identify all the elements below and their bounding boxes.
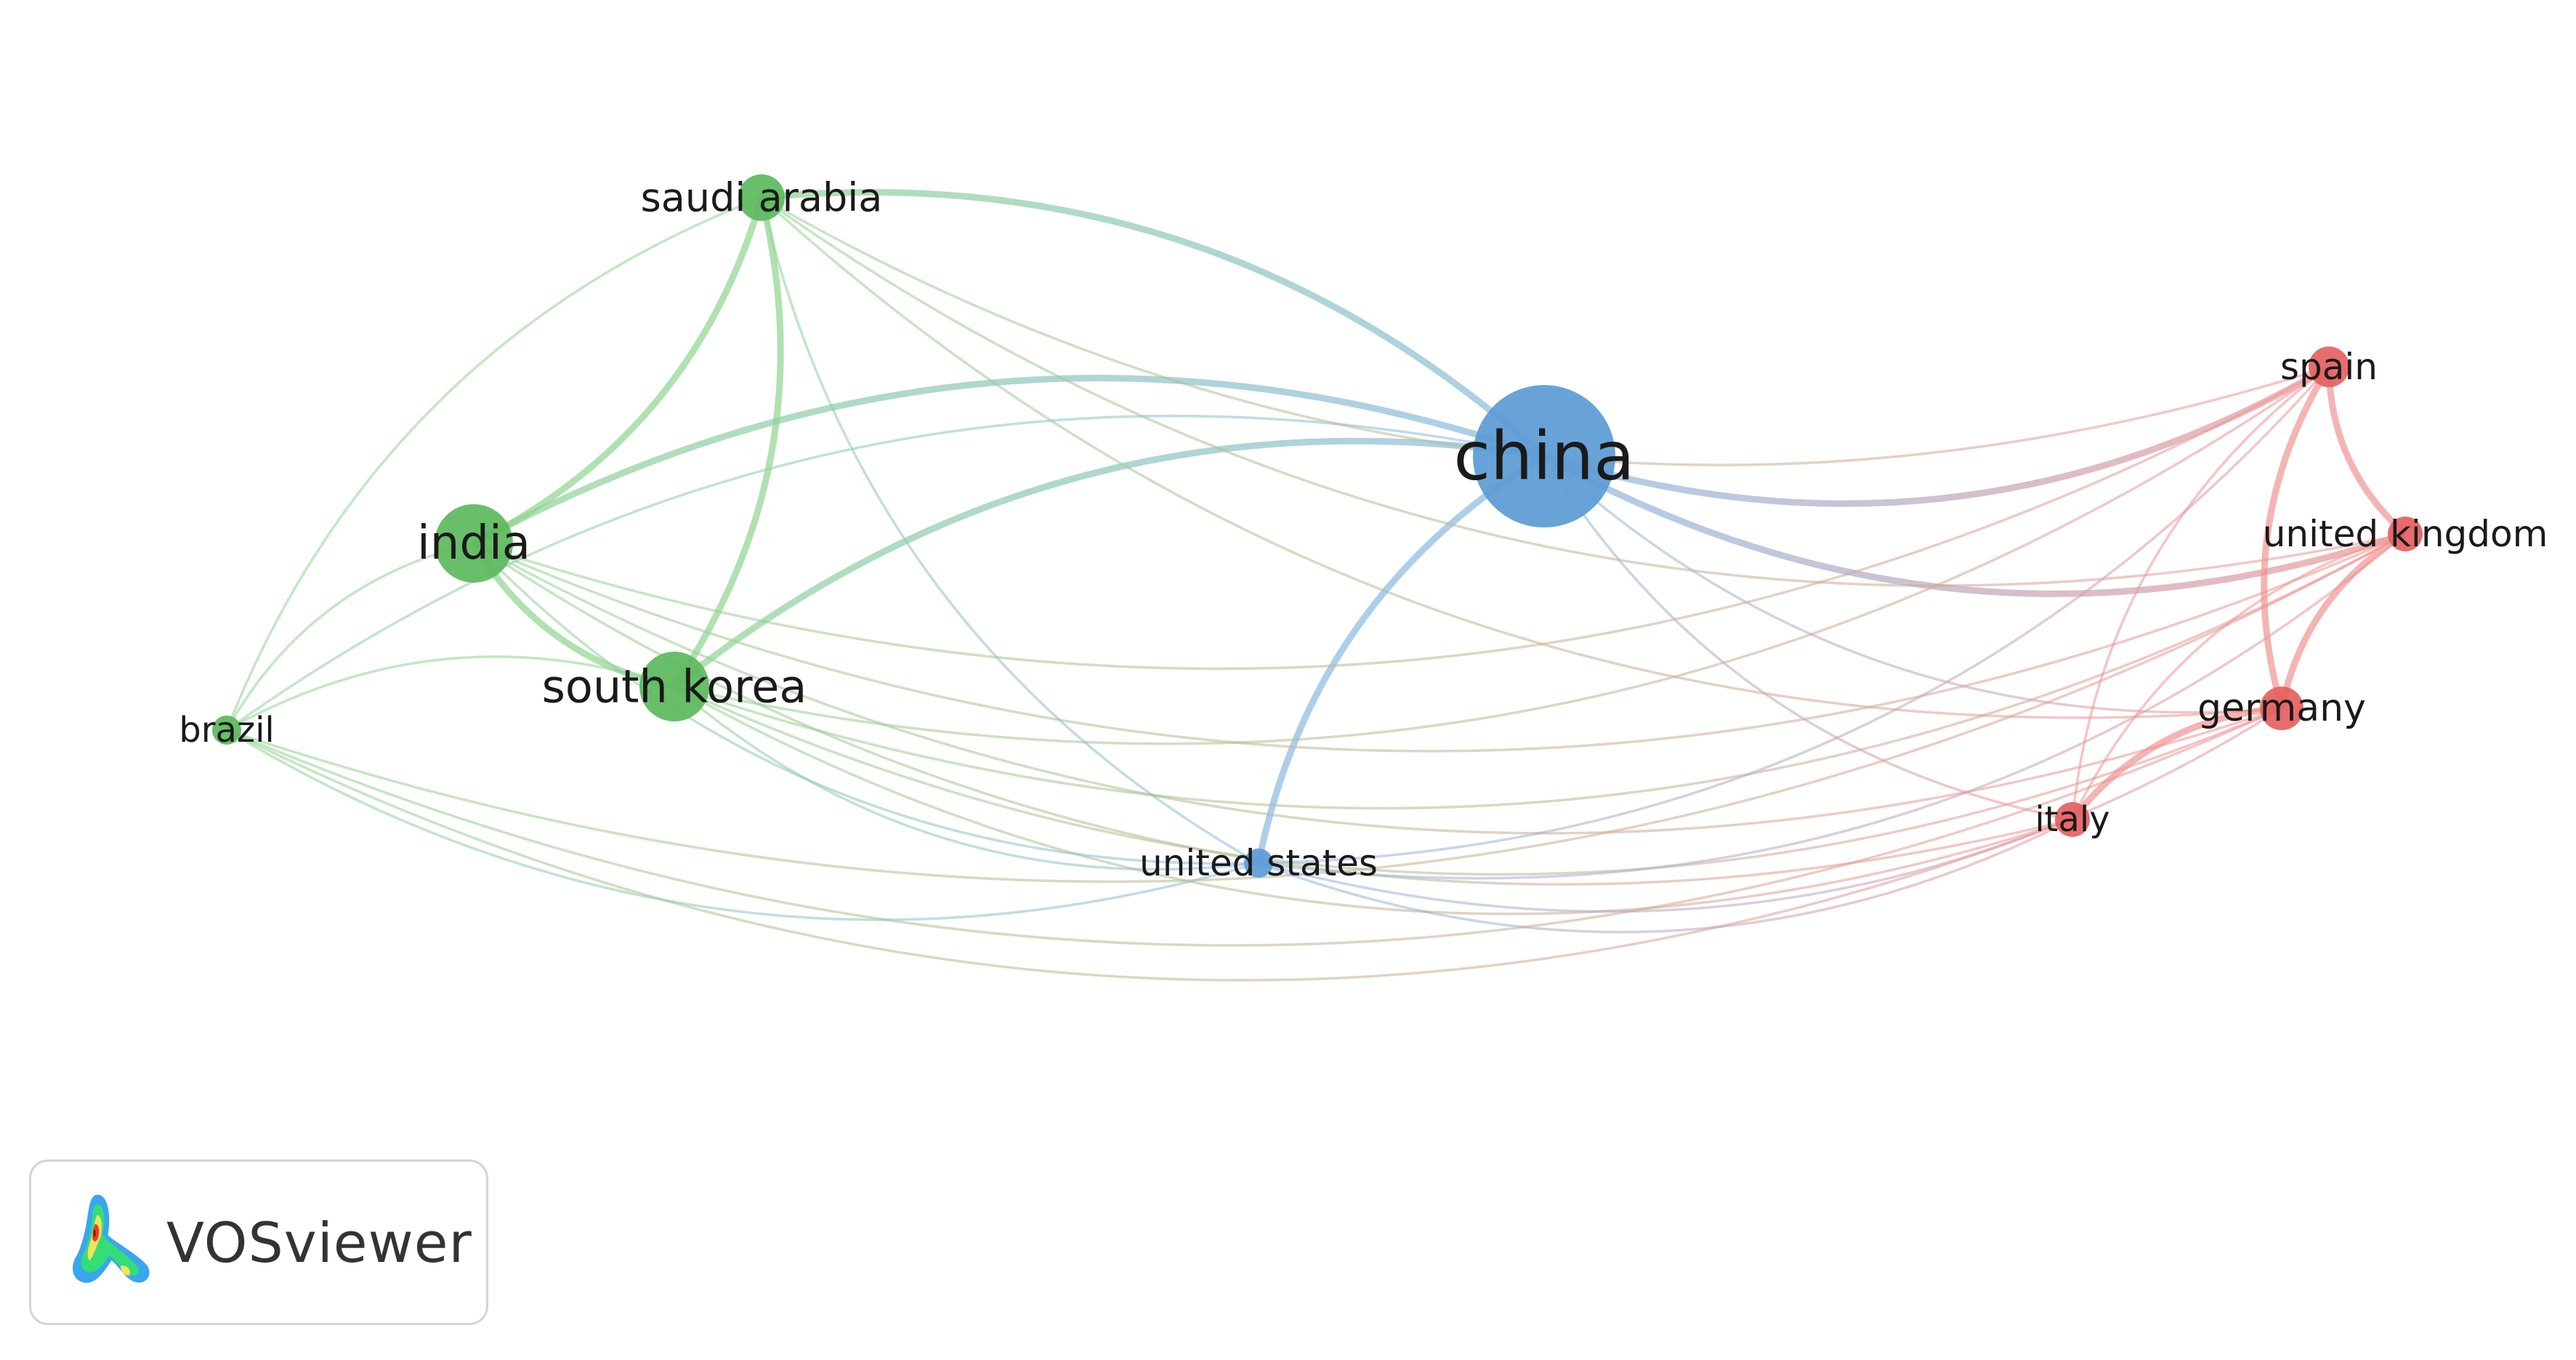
network-links: [225, 189, 2407, 982]
node-label-united-states: united states: [1139, 842, 1378, 884]
node-united-states[interactable]: [1244, 849, 1273, 878]
network-link-united-states-italy: [1258, 818, 2073, 934]
network-link-brazil-germany: [226, 707, 2282, 947]
network-link-south-korea-saudi-arabia: [671, 196, 784, 689]
network-link-saudi-arabia-united-kingdom: [760, 196, 2406, 587]
network-link-india-saudi-arabia: [472, 196, 765, 547]
node-italy[interactable]: [2055, 802, 2090, 837]
network-link-spain-united-kingdom: [2325, 366, 2407, 537]
node-label-germany: germany: [2197, 687, 2366, 730]
node-brazil[interactable]: [212, 716, 241, 745]
network-link-china-india: [472, 374, 1546, 546]
node-label-brazil: brazil: [179, 710, 274, 750]
network-link-india-united-states: [472, 542, 1259, 865]
network-labels: china india south korea saudi arabia brazil u…: [179, 175, 2548, 885]
network-link-united-states-spain: [1258, 365, 2330, 865]
network-link-india-spain: [473, 365, 2330, 671]
node-label-italy: italy: [2035, 799, 2109, 840]
node-united-kingdom[interactable]: [2388, 517, 2423, 551]
node-germany[interactable]: [2260, 687, 2304, 730]
network-link-china-united-kingdom: [1542, 453, 2407, 597]
network-link-brazil-united-states: [226, 729, 1259, 921]
network-link-united-states-united-kingdom: [1258, 533, 2407, 880]
network-link-south-korea-italy: [674, 685, 2073, 915]
network-link-germany-italy: [2070, 705, 2282, 822]
network-link-united-kingdom-germany: [2278, 531, 2407, 709]
network-link-china-spain: [1543, 364, 2331, 507]
node-label-united-kingdom: united kingdom: [2263, 513, 2548, 555]
network-link-china-saudi-arabia: [761, 189, 1547, 459]
node-south-korea[interactable]: [639, 652, 709, 721]
node-china[interactable]: [1473, 385, 1615, 527]
network-link-china-south-korea: [672, 437, 1545, 689]
vosviewer-badge: VOSviewer: [29, 1159, 488, 1325]
network-nodes: [212, 174, 2423, 878]
network-link-saudi-arabia-germany: [760, 196, 2282, 719]
node-label-south-korea: south korea: [542, 660, 807, 713]
node-label-china: china: [1453, 418, 1634, 495]
network-link-south-korea-brazil: [226, 655, 675, 732]
node-label-india: india: [417, 517, 530, 570]
node-india[interactable]: [435, 504, 513, 583]
network-link-saudi-arabia-united-states: [760, 197, 1259, 865]
network-link-india-united-kingdom: [473, 533, 2406, 753]
network-link-south-korea-germany: [674, 685, 2282, 876]
network-link-brazil-italy: [226, 729, 2073, 982]
network-link-south-korea-spain: [674, 365, 2330, 745]
network-link-united-kingdom-italy: [2071, 533, 2406, 820]
network-link-spain-germany: [2261, 365, 2332, 710]
network-link-china-united-states: [1255, 453, 1546, 864]
vosviewer-logo-icon: [73, 1194, 150, 1283]
network-link-india-germany: [473, 542, 2282, 835]
network-link-china-italy: [1543, 456, 2073, 821]
network-link-south-korea-united-kingdom: [674, 533, 2406, 810]
vosviewer-wordmark: VOSviewer: [166, 1210, 472, 1275]
network-link-saudi-arabia-brazil: [225, 196, 762, 731]
network-link-united-states-germany: [1258, 707, 2282, 913]
node-label-spain: spain: [2280, 346, 2378, 388]
node-saudi-arabia[interactable]: [738, 174, 785, 221]
network-link-south-korea-united-states: [673, 685, 1259, 871]
network-link-china-germany: [1543, 455, 2282, 714]
node-spain[interactable]: [2309, 347, 2349, 387]
node-label-saudi-arabia: saudi arabia: [641, 175, 883, 221]
network-link-india-brazil: [225, 542, 475, 731]
network-link-spain-italy: [2071, 365, 2330, 820]
